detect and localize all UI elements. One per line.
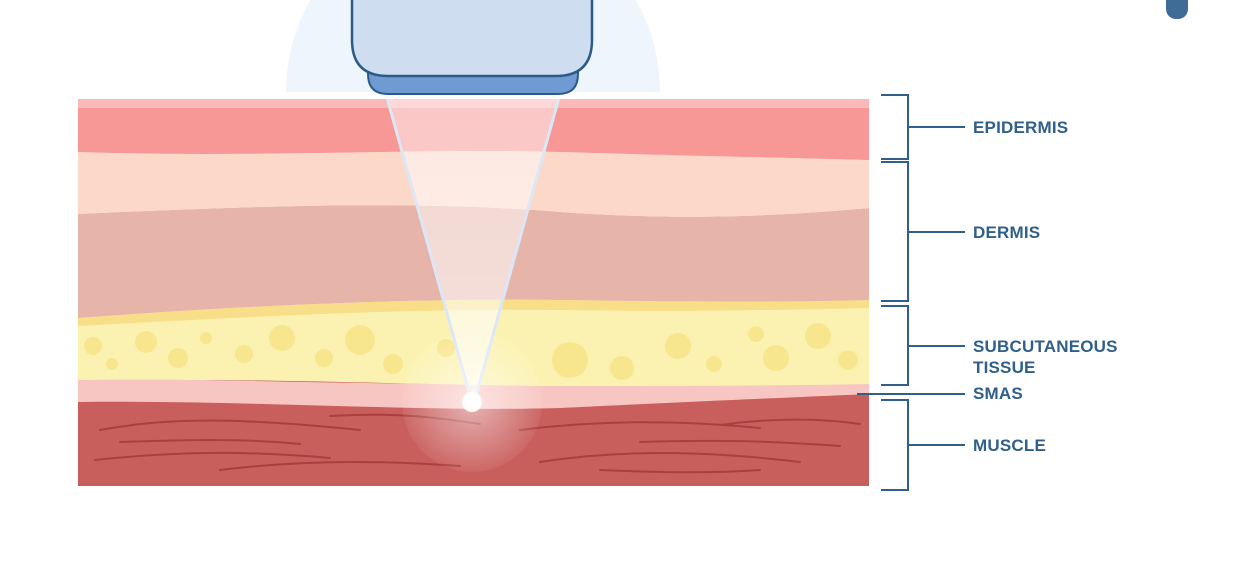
subcutaneous-label: SUBCUTANEOUS TISSUE	[973, 336, 1118, 378]
subcutaneous-top-band	[78, 298, 869, 326]
smas-label-line: SMAS	[973, 384, 1023, 403]
subcutaneous-label-line-1: SUBCUTANEOUS	[973, 337, 1118, 356]
dermis-label-line: DERMIS	[973, 223, 1041, 242]
fat-globules	[84, 323, 858, 380]
epidermis-bracket	[881, 94, 965, 160]
epidermis-label: EPIDERMIS	[973, 117, 1068, 138]
dermis-bracket	[881, 161, 965, 302]
muscle-bracket	[881, 399, 965, 491]
layer-brackets	[857, 94, 965, 491]
subcutaneous-bracket	[881, 305, 965, 386]
skin-layers	[78, 99, 869, 486]
smas-label: SMAS	[973, 383, 1023, 404]
subcutaneous-label-line-2: TISSUE	[973, 358, 1036, 377]
muscle-fibers	[94, 413, 861, 474]
epidermis-label-line: EPIDERMIS	[973, 118, 1069, 137]
focal-point-core	[462, 392, 482, 412]
dermis-label: DERMIS	[973, 222, 1040, 243]
corner-marker	[1166, 0, 1188, 19]
device-body	[350, 0, 594, 78]
ultrasound-device	[350, 0, 594, 95]
muscle-label-line: MUSCLE	[973, 436, 1046, 455]
muscle-label: MUSCLE	[973, 435, 1046, 456]
